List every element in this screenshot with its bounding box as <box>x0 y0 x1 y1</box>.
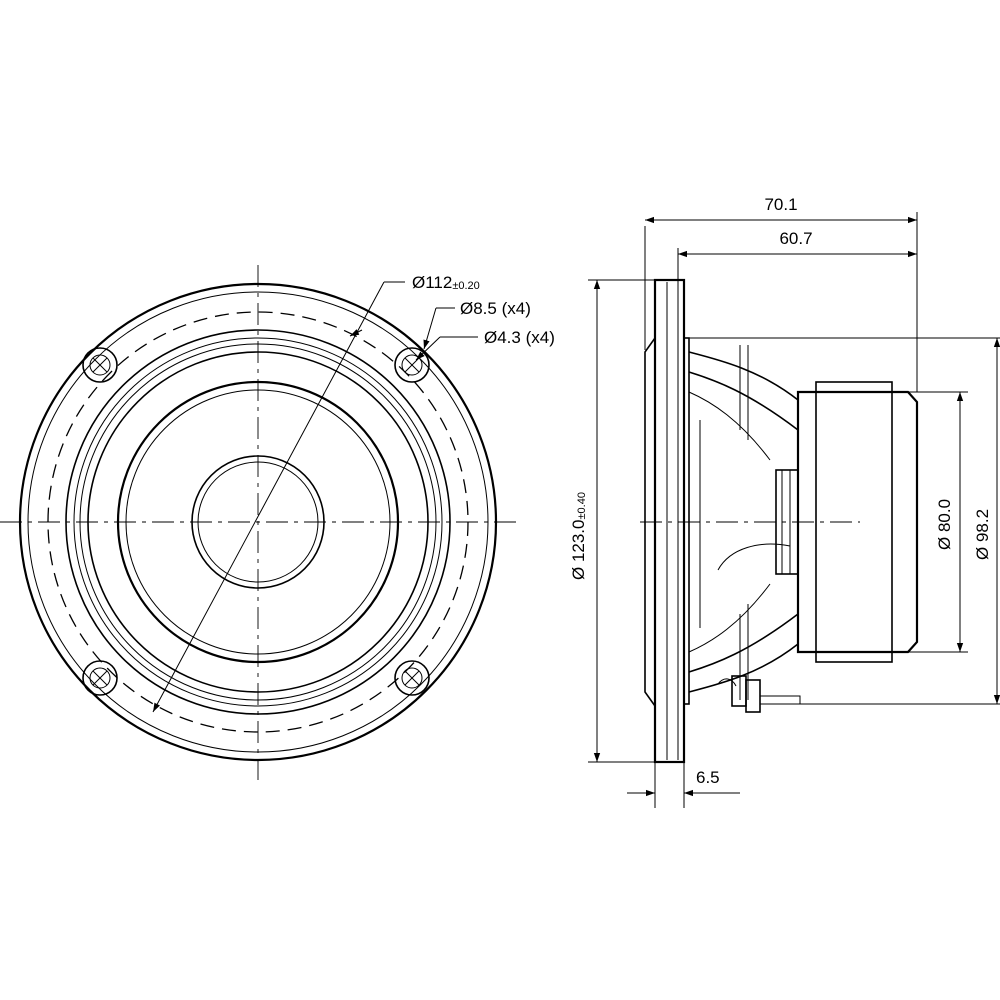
bolt-circle-dimension-line <box>152 281 385 713</box>
basket-arm-upper-1 <box>688 351 799 401</box>
basket-rib-top <box>739 345 749 440</box>
hole-outer-leader <box>423 307 437 350</box>
hole-inner-leader <box>415 336 441 361</box>
mounting-hole-bottom-left <box>82 660 118 696</box>
bolt-circle-arrow-top <box>349 329 363 337</box>
dust-cap-inner <box>197 461 319 583</box>
basket-diameter-label: Ø 98.2 <box>973 509 992 560</box>
mounting-hole-top-right <box>394 347 430 383</box>
surround-inner-edge <box>87 351 429 693</box>
flange-thickness-label: 6.5 <box>696 768 720 787</box>
body-depth-label: 60.7 <box>779 229 812 248</box>
side-view: 70.1 60.7 Ø 123.0±0.40 Ø 80.0 Ø 98.2 6.5 <box>569 195 1000 808</box>
frame-outer-edge <box>18 282 498 762</box>
bolt-circle <box>47 311 469 733</box>
total-depth-label: 70.1 <box>764 195 797 214</box>
terminal-connector <box>717 675 801 713</box>
magnet-diameter-label: Ø 80.0 <box>935 499 954 550</box>
hole-outer-dim-label: Ø8.5 (x4) <box>460 299 531 318</box>
basket-arm-lower-3 <box>688 583 771 653</box>
flange-diameter-label: Ø 123.0±0.40 <box>569 492 588 580</box>
mounting-hole-bottom-right <box>394 660 430 696</box>
basket-arm-upper-2 <box>688 371 799 431</box>
basket-arm-lower-2 <box>688 613 799 673</box>
surround-outer-edge <box>73 337 443 707</box>
cone-body <box>125 389 391 655</box>
dust-cap-outer <box>191 455 325 589</box>
basket-arm-upper-3 <box>688 391 771 461</box>
magnet-top-plate <box>815 381 893 663</box>
basket-arm-lower-1 <box>688 643 799 693</box>
hole-inner-dim-label: Ø4.3 (x4) <box>484 328 555 347</box>
spider-curve <box>717 543 791 571</box>
front-view: Ø112±0.20 Ø8.5 (x4) Ø4.3 (x4) <box>0 265 555 780</box>
surround-ridge <box>79 343 437 701</box>
flange <box>653 278 686 764</box>
basket-rib-bottom <box>739 604 749 700</box>
mounting-hole-top-left <box>82 347 118 383</box>
cone-outer-edge <box>116 380 400 664</box>
basket-front-plate <box>683 337 690 705</box>
frame-inner-edge <box>65 329 451 715</box>
frame-outer-bevel <box>27 291 489 753</box>
surround-profile <box>644 337 656 707</box>
bolt-circle-dim-label: Ø112±0.20 <box>412 273 480 292</box>
